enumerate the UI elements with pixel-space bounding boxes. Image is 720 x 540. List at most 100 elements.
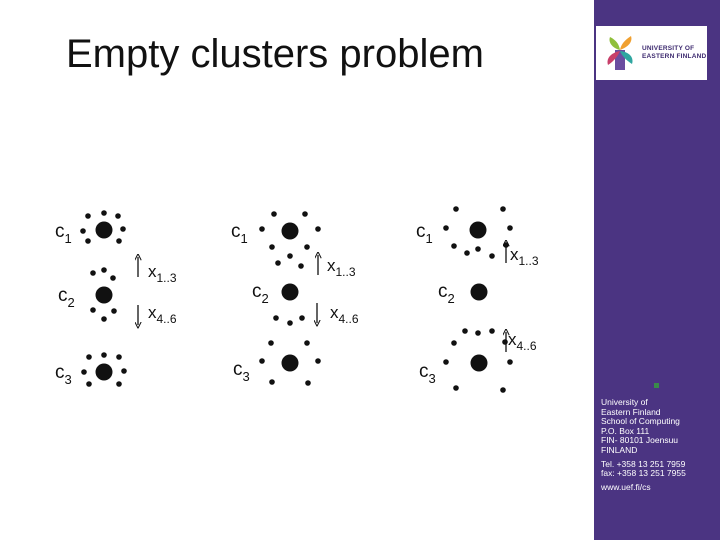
data-point (489, 328, 495, 334)
move-annotation: x1..3 (148, 262, 177, 285)
move-annotation: x4..6 (330, 303, 359, 326)
centroid-dot (469, 221, 487, 239)
data-point (259, 358, 265, 364)
contact-web[interactable]: www.uef.fi/cs (601, 481, 651, 492)
data-point (302, 211, 308, 217)
data-point (507, 225, 513, 231)
data-point (271, 211, 277, 217)
data-point (101, 316, 107, 322)
data-point (464, 250, 470, 256)
data-point (268, 340, 274, 346)
move-annotation: x1..3 (510, 245, 539, 268)
data-point (101, 267, 107, 273)
data-point (500, 387, 506, 393)
data-point (304, 244, 310, 250)
university-logo: UNIVERSITY OF EASTERN FINLAND (596, 26, 707, 80)
data-point (85, 213, 91, 219)
panel-3: c1 x1..3 c2 x4..6 c3 (416, 206, 539, 393)
data-point (451, 340, 457, 346)
data-point (475, 330, 481, 336)
centroid-dot (281, 222, 299, 240)
data-point (298, 263, 304, 269)
logo-line-2: EASTERN FINLAND (642, 52, 707, 60)
data-point (275, 260, 281, 266)
data-point (273, 315, 279, 321)
data-point (85, 238, 91, 244)
data-point (259, 226, 265, 232)
centroid-label: c2 (252, 281, 269, 306)
contact-tel: Tel. +358 13 251 7959 (601, 458, 686, 469)
centroid-label: c3 (419, 361, 436, 386)
contact-line: Eastern Finland (601, 406, 661, 417)
data-point (121, 368, 127, 374)
data-point (101, 352, 107, 358)
data-point (315, 226, 321, 232)
centroid-dot (95, 363, 113, 381)
data-point (80, 228, 86, 234)
data-point (269, 244, 275, 250)
centroid-dot (470, 354, 488, 372)
data-point (101, 210, 107, 216)
data-point (304, 340, 310, 346)
centroid-label: c3 (233, 359, 250, 384)
contact-fax: fax: +358 13 251 7955 (601, 468, 686, 479)
centroid-dot (95, 221, 113, 239)
centroid-label: c1 (416, 221, 433, 246)
data-point (443, 359, 449, 365)
data-point (462, 328, 468, 334)
contact-line: School of Computing (601, 416, 680, 427)
sidebar-band (594, 0, 720, 540)
move-annotation: x1..3 (327, 256, 356, 279)
contact-line: P.O. Box 111 (601, 425, 650, 436)
data-point (120, 226, 126, 232)
data-point (315, 358, 321, 364)
panel-1: c1 c2 x1..3 x4..6 c3 (55, 210, 177, 387)
data-point (115, 213, 121, 219)
data-point (86, 354, 92, 360)
data-point (116, 238, 122, 244)
data-point (451, 243, 457, 249)
contact-line: FINLAND (601, 444, 638, 455)
data-point (500, 206, 506, 212)
contact-line: FIN- 80101 Joensuu (601, 435, 679, 446)
data-point (453, 206, 459, 212)
centroid-label: c1 (55, 221, 72, 246)
centroid-label: c2 (438, 281, 455, 306)
centroid-label: c1 (231, 221, 248, 246)
data-point (475, 246, 481, 252)
contact-line: University of (601, 397, 648, 407)
panel-2: c1 c2 x1..3 x4..6 c3 (231, 211, 359, 386)
empty-clusters-diagram: c1 c2 x1..3 x4..6 c3 c1 (55, 206, 539, 393)
data-point (90, 270, 96, 276)
data-point (507, 359, 513, 365)
contact-block: University of Eastern Finland School of … (601, 397, 719, 492)
data-point (269, 379, 275, 385)
data-point (110, 275, 116, 281)
data-point (299, 315, 305, 321)
centroid-dot-empty-cluster (470, 283, 488, 301)
move-annotation: x4..6 (148, 303, 177, 326)
data-point (287, 253, 293, 259)
centroid-label: c2 (58, 285, 75, 310)
slide-title: Empty clusters problem (66, 32, 484, 76)
data-point (116, 354, 122, 360)
data-point (111, 308, 117, 314)
data-point (489, 253, 495, 259)
bullet-square (654, 383, 659, 388)
data-point (305, 380, 311, 386)
centroid-dot (95, 286, 113, 304)
logo-line-1: UNIVERSITY OF (642, 45, 695, 52)
data-point (287, 320, 293, 326)
move-annotation: x4..6 (508, 330, 537, 353)
data-point (81, 369, 87, 375)
data-point (443, 225, 449, 231)
centroid-dot (281, 354, 299, 372)
logo-wordmark: UNIVERSITY OF EASTERN FINLAND (642, 45, 706, 60)
centroid-label: c3 (55, 362, 72, 387)
data-point (116, 381, 122, 387)
centroid-dot (281, 283, 299, 301)
logo-emblem-icon (607, 36, 633, 70)
data-point (86, 381, 92, 387)
data-point (90, 307, 96, 313)
data-point (453, 385, 459, 391)
